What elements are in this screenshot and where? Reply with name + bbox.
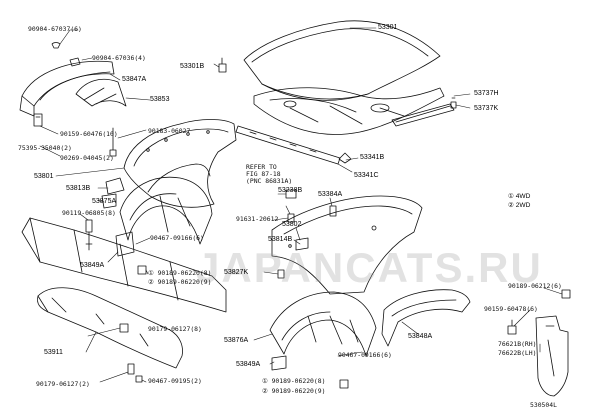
label-53875A[interactable]: 53875A: [92, 198, 117, 205]
hood-seal-drawing: [391, 103, 455, 127]
hood-inner-panel-drawing: [253, 87, 445, 135]
label-90189-06212[interactable]: 90189-06212(6): [508, 282, 562, 290]
mudflap-drawing: [535, 315, 569, 397]
label-53384A[interactable]: 53384A: [318, 191, 343, 198]
fender-flare-rh-drawing: [19, 60, 115, 117]
screw-90159-drawing: [507, 319, 517, 335]
label-53814B[interactable]: 53814B: [268, 236, 293, 243]
clip-90189-lower-drawing: [339, 379, 349, 389]
label-53827K[interactable]: 53827K: [224, 269, 249, 276]
wheel-liner-rh-drawing: [119, 176, 213, 245]
label-53849A-upper[interactable]: 53849A: [80, 262, 105, 269]
label-90467-09195[interactable]: 90467-09195(2): [148, 377, 202, 385]
hood-panel-drawing: [243, 20, 441, 101]
nut-90189-drawing: [561, 289, 571, 299]
label-53341B[interactable]: 53341B: [360, 154, 385, 161]
clip-53384A-drawing: [329, 205, 337, 217]
clip-90189-drawing: [137, 265, 147, 275]
label-53238B[interactable]: 53238B: [278, 187, 303, 194]
label-90189-06220-4wd-lower[interactable]: ① 90189-06220(8): [262, 377, 326, 385]
label-53911[interactable]: 53911: [44, 349, 63, 356]
label-53876A[interactable]: 53876A: [224, 337, 249, 344]
label-53848A[interactable]: 53848A: [408, 333, 433, 340]
legend-2wd: ② 2WD: [508, 202, 531, 209]
clip-53875A-drawing: [101, 193, 117, 209]
screw-drawing: [109, 127, 117, 157]
clip-53238B-drawing: [285, 189, 297, 199]
label-90189-06220-2wd-upper[interactable]: ② 90189-06220(9): [148, 278, 212, 286]
label-53801[interactable]: 53801: [34, 173, 54, 180]
refer-note-line3: (PNC 86831A): [246, 177, 293, 185]
label-53847A[interactable]: 53847A: [122, 76, 147, 83]
label-90159-60478[interactable]: 90159-60478(6): [484, 305, 538, 313]
label-53813B[interactable]: 53813B: [66, 185, 91, 192]
bumper-extension-drawing: [37, 287, 183, 369]
grommet-drawing: [33, 113, 43, 127]
label-53737H[interactable]: 53737H: [474, 90, 499, 97]
label-53853[interactable]: 53853: [150, 96, 170, 103]
label-90179-06127-8[interactable]: 90179-06127(8): [148, 325, 202, 333]
fender-flare-lh-drawing: [381, 289, 471, 347]
clip-90904-drawing: [51, 42, 81, 67]
label-76621B[interactable]: 76621B(RH): [498, 340, 537, 348]
bolt-90179-lower-drawing: [127, 363, 135, 375]
bolt-91631-drawing: [287, 213, 295, 223]
leader-lines: [39, 27, 563, 387]
liner-rh-drawing: [75, 78, 127, 107]
label-90189-06220-4wd-upper[interactable]: ① 90189-06220(8): [148, 269, 212, 277]
label-90904-67037[interactable]: 90904-67037(6): [28, 25, 82, 33]
label-53301B[interactable]: 53301B: [180, 63, 205, 70]
label-91631-20612[interactable]: 91631-20612: [236, 215, 279, 223]
label-90467-09166-lower[interactable]: 90467-09166(6): [338, 351, 392, 359]
refer-note-line1: REFER TO: [246, 163, 277, 171]
cowl-clip-drawing: [338, 152, 352, 164]
label-90159-60476[interactable]: 90159-60476(10): [60, 130, 118, 138]
wheel-liner-lh-drawing: [269, 291, 377, 357]
clip-53814B-drawing: [295, 237, 309, 251]
bolt-53827K-drawing: [277, 269, 285, 279]
label-53802[interactable]: 53802: [282, 221, 302, 228]
label-53849A-lower[interactable]: 53849A: [236, 361, 261, 368]
diagram-id: 530504L: [530, 401, 557, 409]
label-90467-09166-upper[interactable]: 90467-09166(6): [150, 234, 204, 242]
label-90189-06220-2wd-lower[interactable]: ② 90189-06220(9): [262, 387, 326, 395]
fender-lh-drawing: [271, 195, 423, 295]
label-53341C[interactable]: 53341C: [354, 172, 379, 179]
seal-53849A-drawing: [115, 231, 135, 257]
label-53737K[interactable]: 53737K: [474, 105, 499, 112]
label-76622B[interactable]: 76622B(LH): [498, 349, 537, 357]
label-90904-67036[interactable]: 90904-67036(4): [92, 54, 146, 62]
hood-bumper-drawing: [450, 97, 457, 109]
label-90179-06127-2[interactable]: 90179-06127(2): [36, 380, 90, 388]
label-90119-06805[interactable]: 90119-06805(8): [62, 209, 116, 217]
nut-90467-drawing: [135, 375, 143, 383]
fender-shield-drawing: [123, 119, 237, 208]
seal-53849A-lower-drawing: [271, 355, 287, 371]
cowl-seal-drawing: [235, 125, 341, 165]
bolt-90179-drawing: [119, 323, 129, 333]
bracket-53813B-drawing: [105, 177, 125, 195]
label-75395-35040[interactable]: 75395-35040(2): [18, 144, 72, 152]
hood-stop-drawing: [218, 57, 227, 73]
watermark-text: JAPANCATS.RU: [196, 244, 543, 291]
front-bumper-drawing: [21, 217, 227, 313]
label-90269-04045[interactable]: 90269-04045(2): [60, 154, 114, 162]
label-90183-06027[interactable]: 90183-06027: [148, 127, 191, 135]
legend-4wd: ① 4WD: [508, 193, 531, 200]
label-53301[interactable]: 53301: [378, 24, 398, 31]
refer-note-line2: FIG 87-18: [246, 170, 281, 178]
